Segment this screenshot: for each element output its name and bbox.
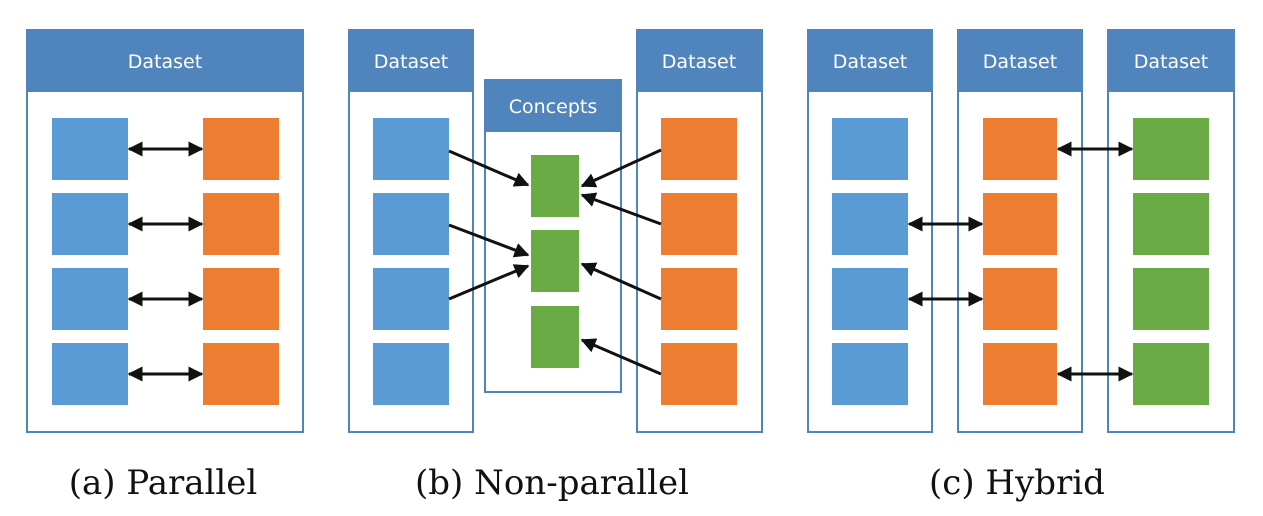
panel-non-parallel: Dataset Concepts Dataset (b) Non-paralle… [348, 29, 763, 503]
parallel-orange-block-2 [203, 193, 279, 255]
panel-parallel: Dataset (a) Parallel [26, 29, 304, 503]
nonparallel-arrow-orange1-to-concept1 [580, 148, 662, 188]
hybrid-orange-block-4 [983, 343, 1057, 405]
parallel-orange-block-4 [203, 343, 279, 405]
nonparallel-blue-block-1 [373, 118, 449, 180]
hybrid-green-block-4 [1133, 343, 1209, 405]
nonparallel-orange-block-4 [661, 343, 737, 405]
parallel-blue-block-2 [52, 193, 128, 255]
parallel-blue-block-3 [52, 268, 128, 330]
hybrid-green-block-3 [1133, 268, 1209, 330]
nonparallel-blue-block-2 [373, 193, 449, 255]
hybrid-orange-block-3 [983, 268, 1057, 330]
nonparallel-arrow-blue3-to-concept2 [448, 264, 530, 301]
concepts-label: Concepts [509, 96, 597, 118]
hybrid-green-block-2 [1133, 193, 1209, 255]
nonparallel-arrow-orange2-to-concept1 [580, 192, 662, 226]
hybrid-orange-block-2 [983, 193, 1057, 255]
hybrid-left-dataset-header [808, 30, 932, 92]
nonparallel-arrow-blue2-to-concept2 [448, 223, 530, 258]
hybrid-middle-dataset-header [958, 30, 1082, 92]
nonparallel-orange-block-1 [661, 118, 737, 180]
nonparallel-arrow-blue1-to-concept1 [448, 149, 530, 187]
nonparallel-left-dataset-header [349, 30, 473, 92]
parallel-orange-block-3 [203, 268, 279, 330]
parallel-orange-block-1 [203, 118, 279, 180]
parallel-blue-block-1 [52, 118, 128, 180]
parallel-blue-block-4 [52, 343, 128, 405]
caption-parallel: (a) Parallel [69, 463, 258, 503]
hybrid-blue-block-2 [832, 193, 908, 255]
nonparallel-left-dataset-label: Dataset [374, 51, 448, 73]
hybrid-orange-block-1 [983, 118, 1057, 180]
concepts-header [485, 80, 621, 132]
concept-green-block-1 [531, 155, 579, 217]
nonparallel-orange-block-3 [661, 268, 737, 330]
hybrid-blue-block-1 [832, 118, 908, 180]
nonparallel-right-dataset-label: Dataset [662, 51, 736, 73]
nonparallel-right-dataset-header [637, 30, 762, 92]
panel-hybrid: Dataset Dataset Dataset (c) Hybrid [807, 29, 1235, 503]
hybrid-right-dataset-header [1108, 30, 1234, 92]
nonparallel-blue-block-3 [373, 268, 449, 330]
hybrid-left-dataset-label: Dataset [833, 51, 907, 73]
hybrid-blue-block-4 [832, 343, 908, 405]
parallel-dataset-header [27, 30, 303, 92]
hybrid-middle-dataset-label: Dataset [983, 51, 1057, 73]
hybrid-green-block-1 [1133, 118, 1209, 180]
parallel-dataset-label: Dataset [128, 51, 202, 73]
nonparallel-orange-block-2 [661, 193, 737, 255]
concept-green-block-3 [531, 306, 579, 368]
caption-hybrid: (c) Hybrid [929, 463, 1105, 503]
nonparallel-blue-block-4 [373, 343, 449, 405]
caption-non-parallel: (b) Non-parallel [415, 463, 689, 503]
hybrid-right-dataset-label: Dataset [1134, 51, 1208, 73]
hybrid-blue-block-3 [832, 268, 908, 330]
nonparallel-arrow-orange3-to-concept2 [580, 262, 662, 301]
nonparallel-arrow-orange4-to-concept3 [580, 338, 662, 376]
concept-green-block-2 [531, 230, 579, 292]
